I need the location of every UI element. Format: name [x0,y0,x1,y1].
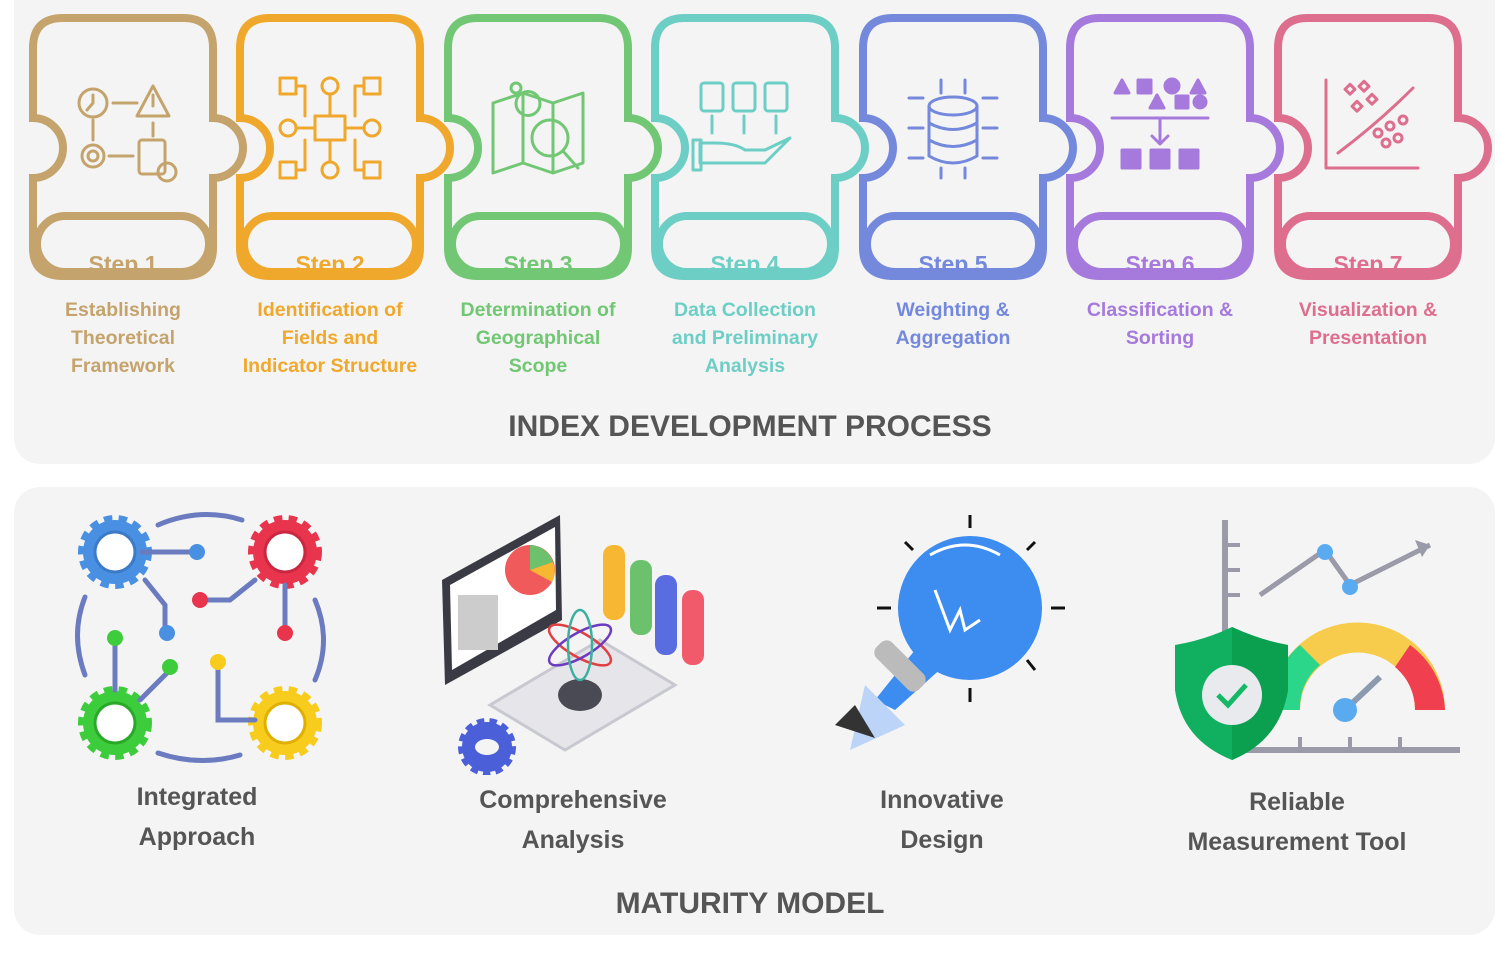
feature-label: Integrated [136,783,258,811]
step-label: Step 6 [1125,251,1195,277]
gear-icon [458,718,516,775]
feature-label: Measurement Tool [1187,828,1407,856]
step-label: Step 3 [503,251,573,277]
workflow-icon [77,84,178,183]
step-label: Step 4 [710,251,780,277]
step-frame [29,14,247,280]
step-description: Visualization & Presentation [1268,296,1468,352]
step-description: Classification & Sorting [1060,296,1260,352]
feature-label: Analysis [521,826,625,854]
feature-label: Comprehensive [479,786,667,814]
step-card-5: Step 5 [859,14,1083,288]
process-title: INDEX DEVELOPMENT PROCESS [508,410,992,443]
step-description: Weighting & Aggregation [853,296,1053,352]
gear-icon [248,686,322,760]
map-search-icon [491,81,585,175]
gear-icon [78,686,152,760]
integrated-gears-illustration [75,512,326,763]
step-description-line: Weighting & [896,299,1010,321]
feature-label: Design [900,826,984,854]
step-description-line: and Preliminary [671,327,819,349]
step-frame [236,14,454,280]
step-frame [1274,14,1492,280]
step-description-line: Geographical [475,327,601,349]
step-frame [651,14,869,280]
feature-label: Reliable [1249,788,1345,816]
data-collection-icon [691,81,792,172]
maturity-model-title: MATURITY MODEL [615,887,885,920]
step-description-line: Identification of [257,299,403,321]
step-frame [444,14,662,280]
step-card-1: Step 1 [29,14,253,288]
step-description-line: Classification & [1086,299,1234,321]
step-label: Step 5 [918,251,988,277]
feature-label: Innovative [880,786,1004,814]
step-label: Step 7 [1333,251,1403,277]
gear-icon [78,515,152,589]
database-icon [907,78,999,180]
step-description-line: Visualization & [1298,299,1438,321]
step-card-4: Step 4 [651,14,875,288]
innovative-design-illustration [835,515,1065,750]
step-description-line: Establishing [65,299,181,321]
step-label: Step 1 [88,251,158,277]
step-card-7: Step 7 [1274,14,1498,288]
step-card-3: Step 3 [444,14,668,288]
step-card-2: Step 2 [236,14,460,288]
step-frame [1066,14,1284,280]
step-description-line: Scope [508,355,568,377]
step-description-line: Analysis [704,355,786,377]
gear-icon [248,515,322,589]
step-description-line: Aggregation [895,327,1011,349]
step-description-line: Sorting [1125,327,1195,349]
measurement-tool-illustration [1175,520,1460,760]
scatter-chart-icon [1324,78,1420,170]
step-description-line: Data Collection [674,299,816,321]
step-description-line: Theoretical [70,327,176,349]
step-description-line: Fields and [281,327,379,349]
step-frame [859,14,1077,280]
step-card-6: Step 6 [1066,14,1290,288]
sorting-icon [1110,77,1210,170]
step-description-line: Presentation [1308,327,1428,349]
network-structure-icon [278,76,382,180]
step-label: Step 2 [295,251,365,277]
step-description-line: Indicator Structure [242,355,418,377]
comprehensive-analysis-illustration [442,515,704,775]
step-description-line: Framework [70,355,176,377]
feature-label: Approach [138,823,256,851]
step-description-line: Determination of [460,299,616,321]
